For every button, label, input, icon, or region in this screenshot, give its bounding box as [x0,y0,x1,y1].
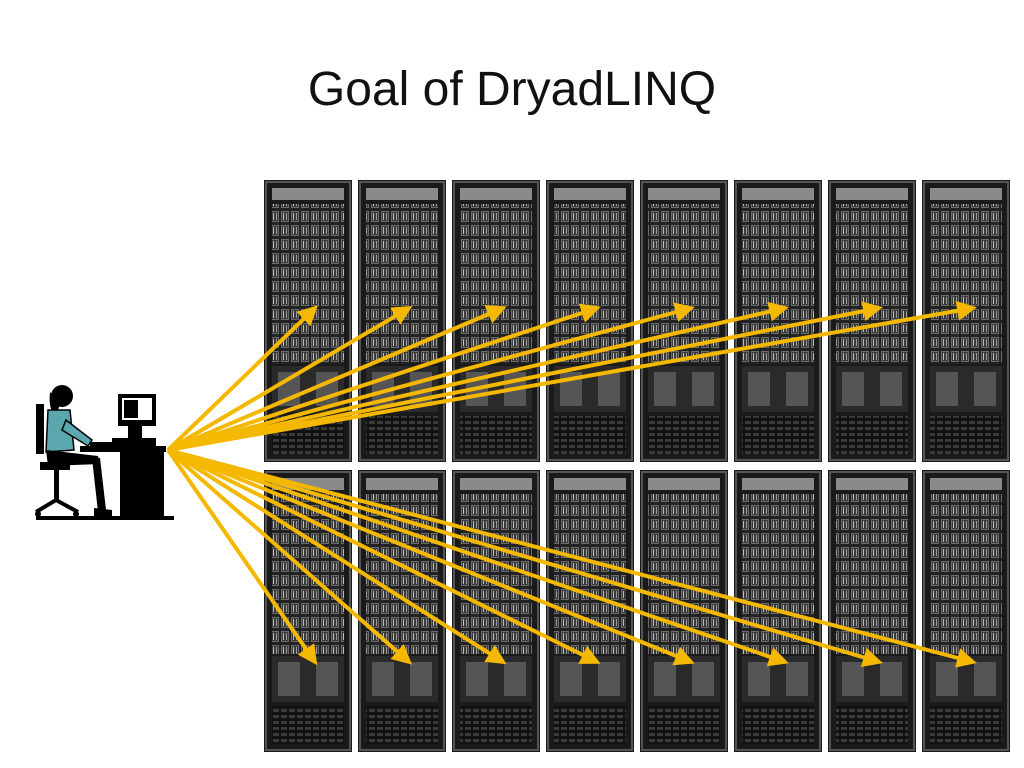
dispatch-arrow [166,305,413,452]
dispatch-arrow [167,300,977,452]
server-rack [734,470,822,752]
dispatch-arrow [167,302,695,452]
dispatch-arrow [166,305,318,452]
dispatch-arrow [166,448,413,665]
server-rack [640,470,728,752]
dispatch-arrow [167,303,601,452]
user-at-workstation [34,385,174,520]
dispatch-arrow [167,448,695,666]
dispatch-arrows [166,300,977,668]
server-rack [922,180,1010,462]
dispatch-arrow [167,448,883,668]
server-racks [264,180,1010,752]
dispatch-arrow [167,448,601,664]
server-rack [734,180,822,462]
server-rack [264,470,352,752]
server-rack [452,180,540,462]
dispatch-arrow [166,448,507,665]
dispatch-arrow [166,448,318,666]
server-rack [546,470,634,752]
server-rack [828,470,916,752]
server-rack [358,180,446,462]
dispatch-arrow [167,448,977,668]
server-rack [640,180,728,462]
slide-title: Goal of DryadLINQ [307,63,717,116]
dispatch-arrow [167,448,789,667]
dispatch-arrow [167,301,883,452]
dispatch-arrow [167,305,507,452]
dispatch-arrow [167,301,789,452]
server-rack [922,470,1010,752]
